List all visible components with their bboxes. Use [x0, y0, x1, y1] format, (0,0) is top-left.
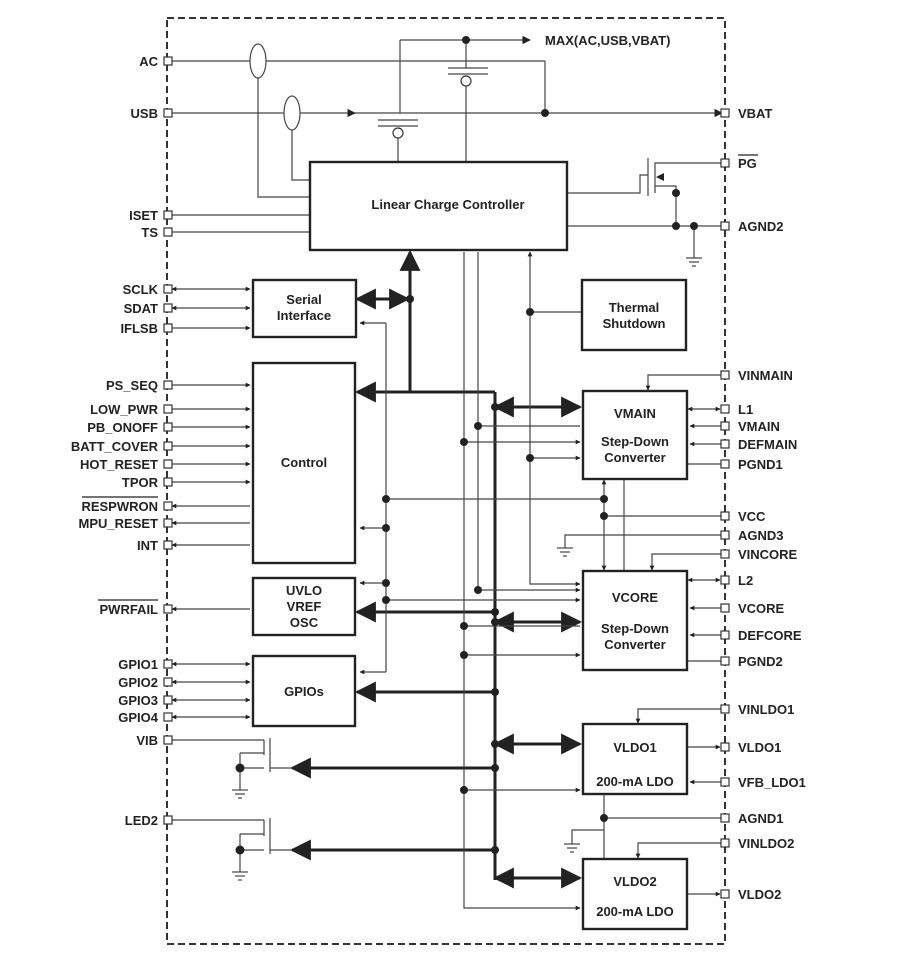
pin-vinldo1: VINLDO1 [738, 702, 794, 717]
pin-respwron: RESPWRON [81, 499, 158, 514]
block-vcore-converter: VCORE Step-Down Converter [581, 569, 689, 672]
vib-driver [170, 738, 292, 799]
vmain-label-1: VMAIN [614, 406, 656, 421]
charge-controller-label: Linear Charge Controller [371, 197, 524, 212]
right-pin-wires [635, 374, 722, 897]
pin-vfb-ldo1: VFB_LDO1 [738, 775, 806, 790]
uvlo-label-3: OSC [290, 615, 319, 630]
pin-mpu-reset: MPU_RESET [79, 516, 159, 531]
serial-label-1: Serial [286, 292, 321, 307]
pin-vmain: VMAIN [738, 419, 780, 434]
vmain-label-2: Step-Down [601, 434, 669, 449]
uvlo-label-2: VREF [287, 599, 322, 614]
block-serial-interface: Serial Interface [251, 278, 358, 339]
vldo2-label-1: VLDO2 [613, 874, 656, 889]
thermal-label-2: Shutdown [603, 316, 666, 331]
pin-max: MAX(AC,USB,VBAT) [545, 33, 670, 48]
vmain-label-3: Converter [604, 450, 665, 465]
left-pins: AC USB ISET TS SCLK SDAT IFLSB PS_SEQ LO… [71, 54, 173, 828]
pin-vcore: VCORE [738, 601, 785, 616]
vcore-label-2: Step-Down [601, 621, 669, 636]
pin-pgnd1: PGND1 [738, 457, 783, 472]
pin-low-pwr: LOW_PWR [90, 402, 158, 417]
pin-vcc: VCC [738, 509, 766, 524]
block-thermal-shutdown: Thermal Shutdown [580, 278, 688, 352]
pin-vib: VIB [136, 733, 158, 748]
pin-pb-onoff: PB_ONOFF [87, 420, 158, 435]
pin-batt-cover: BATT_COVER [71, 439, 159, 454]
pin-gpio1: GPIO1 [118, 657, 158, 672]
internal-signals [359, 251, 722, 911]
pin-ps-seq: PS_SEQ [106, 378, 158, 393]
gpios-label: GPIOs [284, 684, 324, 699]
block-vldo1: VLDO1 200-mA LDO [581, 722, 689, 796]
vldo1-label-2: 200-mA LDO [596, 774, 674, 789]
pin-iset: ISET [129, 208, 158, 223]
pin-vincore: VINCORE [738, 547, 798, 562]
block-charge-controller: Linear Charge Controller [308, 160, 569, 252]
pin-ts: TS [141, 225, 158, 240]
uvlo-label-1: UVLO [286, 583, 322, 598]
pin-vldo2: VLDO2 [738, 887, 781, 902]
pin-vbat: VBAT [738, 106, 772, 121]
vcore-label-3: Converter [604, 637, 665, 652]
pin-int: INT [137, 538, 158, 553]
pin-ac: AC [139, 54, 158, 69]
thermal-label-1: Thermal [609, 300, 660, 315]
pin-sdat: SDAT [124, 301, 158, 316]
block-gpios: GPIOs [251, 654, 357, 728]
pin-hot-reset: HOT_RESET [80, 457, 158, 472]
pin-agnd1: AGND1 [738, 811, 784, 826]
right-pins: MAX(AC,USB,VBAT) VBAT PG AGND2 VINMAIN L… [545, 33, 806, 902]
serial-label-2: Interface [277, 308, 331, 323]
vcore-label-1: VCORE [612, 590, 659, 605]
pin-usb: USB [131, 106, 158, 121]
agnd1-ground [564, 795, 722, 860]
pin-l2: L2 [738, 573, 753, 588]
pg-output-stage [567, 158, 722, 267]
pin-agnd3: AGND3 [738, 528, 784, 543]
internal-bus [289, 249, 583, 889]
pin-gpio3: GPIO3 [118, 693, 158, 708]
pin-vinmain: VINMAIN [738, 368, 793, 383]
pin-sclk: SCLK [123, 282, 159, 297]
block-vmain-converter: VMAIN Step-Down Converter [581, 389, 689, 481]
left-pin-wires [170, 286, 251, 720]
pin-pwrfail: PWRFAIL [100, 602, 159, 617]
pin-led2: LED2 [125, 813, 158, 828]
pin-l1: L1 [738, 402, 753, 417]
pin-vldo1: VLDO1 [738, 740, 781, 755]
pin-gpio4: GPIO4 [118, 710, 159, 725]
led2-driver [170, 818, 292, 881]
chip-boundary [166, 17, 726, 945]
block-uvlo: UVLO VREF OSC [251, 576, 357, 637]
pin-iflsb: IFLSB [120, 321, 158, 336]
vldo1-label-1: VLDO1 [613, 740, 656, 755]
block-control: Control [251, 361, 357, 565]
block-vldo2: VLDO2 200-mA LDO [581, 857, 689, 931]
pin-gpio2: GPIO2 [118, 675, 158, 690]
power-path [170, 35, 723, 198]
pin-defmain: DEFMAIN [738, 437, 797, 452]
pin-agnd2: AGND2 [738, 219, 784, 234]
pin-pg: PG [738, 156, 757, 171]
agnd3-ground [557, 534, 722, 557]
pin-tpor: TPOR [122, 475, 159, 490]
pin-pgnd2: PGND2 [738, 654, 783, 669]
vldo2-label-2: 200-mA LDO [596, 904, 674, 919]
control-label: Control [281, 455, 327, 470]
pin-defcore: DEFCORE [738, 628, 802, 643]
pin-vinldo2: VINLDO2 [738, 836, 794, 851]
